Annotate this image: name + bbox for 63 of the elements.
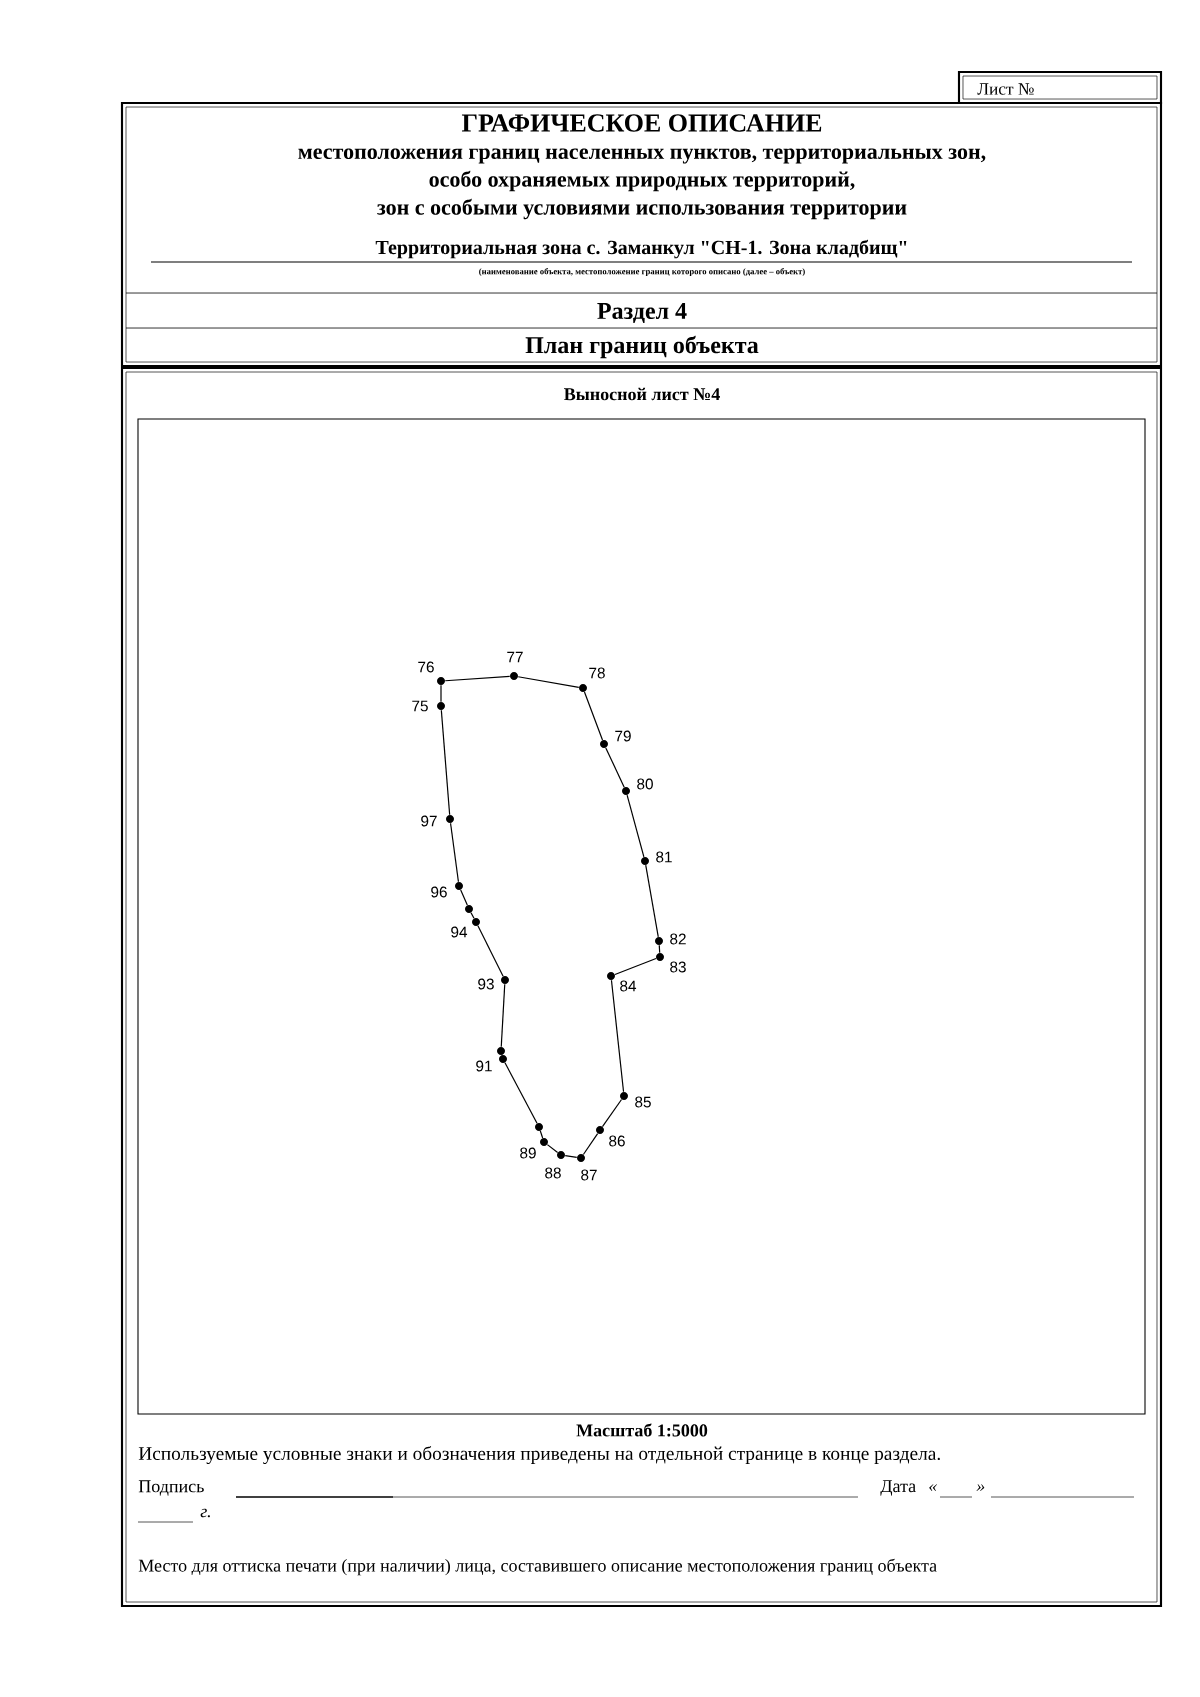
subtitle: местоположения границ населенных пунктов, территориальных зон, bbox=[298, 148, 986, 164]
note: Используемые условные знаки и обозначения приведены на отдельной странице в конце раздела. bbox=[138, 1446, 940, 1465]
section-heading: План границ объекта bbox=[525, 335, 759, 359]
sheet-number-label: Лист № bbox=[977, 83, 1034, 95]
boundary-line bbox=[614, 957, 657, 976]
boundary-line bbox=[610, 979, 625, 1093]
point-number: 80 bbox=[637, 778, 653, 790]
boundary-point bbox=[535, 1123, 543, 1131]
point-number: 82 bbox=[670, 933, 686, 945]
boundary-line bbox=[470, 912, 475, 919]
boundary-line bbox=[546, 1144, 559, 1153]
point-number: 93 bbox=[478, 978, 494, 990]
boundary-line bbox=[583, 691, 604, 741]
boundary-point bbox=[465, 905, 473, 913]
point-number: 81 bbox=[656, 851, 672, 863]
boundary-line bbox=[449, 822, 460, 883]
quote-mark: » bbox=[976, 1484, 985, 1492]
boundary-line bbox=[605, 747, 625, 788]
boundary-line bbox=[645, 864, 659, 938]
title: ГРАФИЧЕСКОЕ ОПИСАНИЕ bbox=[461, 114, 822, 132]
object-name: Территориальная зона с. Заманкул "СН-1. Зона кладбищ" bbox=[375, 239, 907, 259]
subtitle: зон с особыми условиями использования территории bbox=[377, 198, 907, 220]
quote-mark: « bbox=[929, 1484, 938, 1492]
point-number: 84 bbox=[620, 980, 637, 992]
point-number: 86 bbox=[609, 1135, 625, 1147]
boundary-line bbox=[658, 944, 661, 954]
scale-label: Масштаб 1:5000 bbox=[576, 1423, 708, 1437]
boundary-line bbox=[440, 709, 451, 816]
boundary-line bbox=[460, 889, 468, 906]
boundary-line bbox=[517, 676, 580, 688]
point-number: 77 bbox=[507, 651, 523, 663]
point-number: 87 bbox=[581, 1169, 597, 1181]
note: Место для оттиска печати (при наличии) лица, составившего описание местоположения границ объекта bbox=[138, 1558, 937, 1576]
boundary-line bbox=[440, 684, 442, 703]
boundary-line bbox=[477, 925, 504, 977]
boundary-line bbox=[444, 675, 511, 682]
point-number: 76 bbox=[418, 661, 434, 673]
point-number: 97 bbox=[421, 815, 437, 827]
point-number: 85 bbox=[635, 1096, 651, 1108]
point-number: 91 bbox=[476, 1060, 492, 1072]
point-number: 75 bbox=[412, 700, 428, 712]
caption: (наименование объекта, местоположение границ которого описано (далее – объект) bbox=[479, 268, 805, 277]
signature-label: Подпись bbox=[138, 1480, 204, 1496]
boundary-line bbox=[500, 983, 506, 1048]
point-number: 78 bbox=[589, 667, 605, 679]
date-label: Дата bbox=[880, 1480, 916, 1496]
section-heading: Раздел 4 bbox=[597, 303, 687, 323]
boundary-point bbox=[497, 1047, 505, 1055]
point-number: 96 bbox=[431, 886, 447, 898]
boundary-line bbox=[626, 794, 645, 858]
point-number: 89 bbox=[520, 1147, 536, 1159]
point-number: 88 bbox=[545, 1167, 561, 1179]
boundary-line bbox=[564, 1155, 578, 1158]
boundary-line bbox=[582, 1132, 599, 1156]
boundary-line bbox=[504, 1062, 538, 1124]
point-number: 83 bbox=[670, 961, 686, 973]
point-number: 94 bbox=[451, 926, 468, 938]
point-number: 79 bbox=[615, 730, 631, 742]
sheet-heading: Выносной лист №4 bbox=[564, 387, 720, 401]
boundary-line bbox=[539, 1130, 544, 1139]
boundary-line bbox=[601, 1098, 623, 1128]
subtitle: особо охраняемых природных территорий, bbox=[429, 170, 855, 192]
year-label: г. bbox=[200, 1508, 210, 1518]
